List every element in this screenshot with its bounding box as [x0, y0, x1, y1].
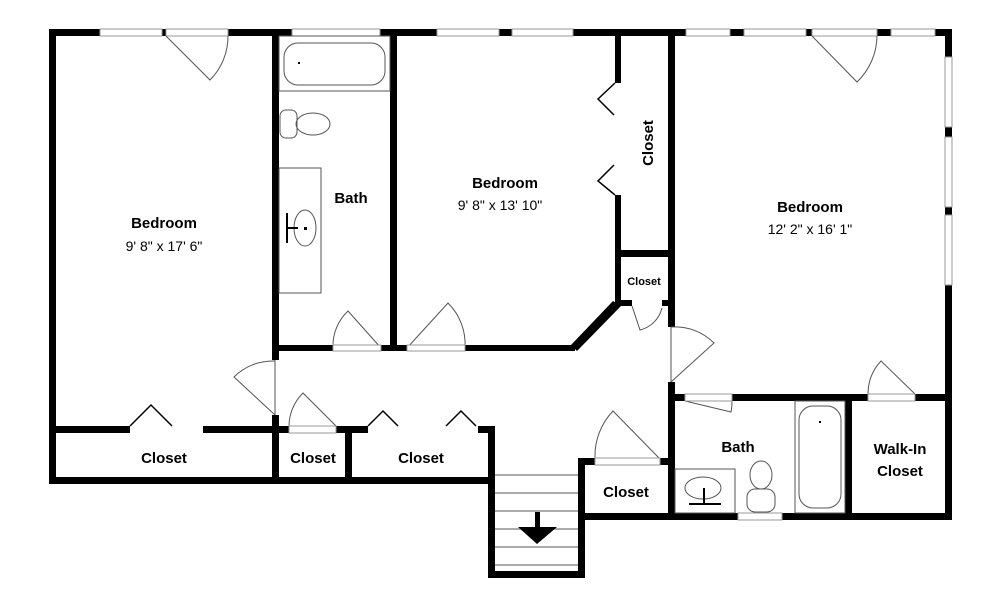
- room-name: Bedroom: [131, 215, 197, 232]
- room-size: 9' 8" x 13' 10": [458, 197, 543, 213]
- room-name: Bath: [721, 439, 754, 456]
- vanity-upper: [278, 167, 322, 294]
- room-size: 9' 8" x 17' 6": [126, 238, 203, 254]
- bathtub-upper: [283, 42, 386, 86]
- room-name: Closet: [627, 276, 661, 288]
- room-name: Bedroom: [472, 175, 538, 192]
- room-name: Closet: [290, 450, 336, 467]
- room-labels: Bedroom 9' 8" x 17' 6" Bath Bedroom 9' 8…: [126, 120, 927, 501]
- room-size: 12' 2" x 16' 1": [768, 221, 853, 237]
- windows: [99, 28, 953, 521]
- fixtures: [278, 35, 846, 514]
- room-name: Closet: [640, 120, 657, 166]
- bathtub-lower: [794, 400, 846, 514]
- room-name: Bedroom: [777, 199, 843, 216]
- room-name: Walk-In: [874, 441, 927, 458]
- room-name: Closet: [141, 450, 187, 467]
- room-name: Bath: [334, 190, 367, 207]
- toilet-lower: [749, 460, 773, 490]
- interior-walls: [49, 36, 947, 578]
- doors: [129, 35, 916, 466]
- room-name: Closet: [398, 450, 444, 467]
- toilet-upper: [279, 109, 298, 139]
- arrow-down-icon: [518, 512, 557, 544]
- room-name: Closet: [603, 484, 649, 501]
- vanity-lower: [674, 468, 736, 514]
- stairs: [495, 474, 578, 566]
- exterior-walls: [49, 29, 952, 578]
- room-name: Closet: [877, 463, 923, 480]
